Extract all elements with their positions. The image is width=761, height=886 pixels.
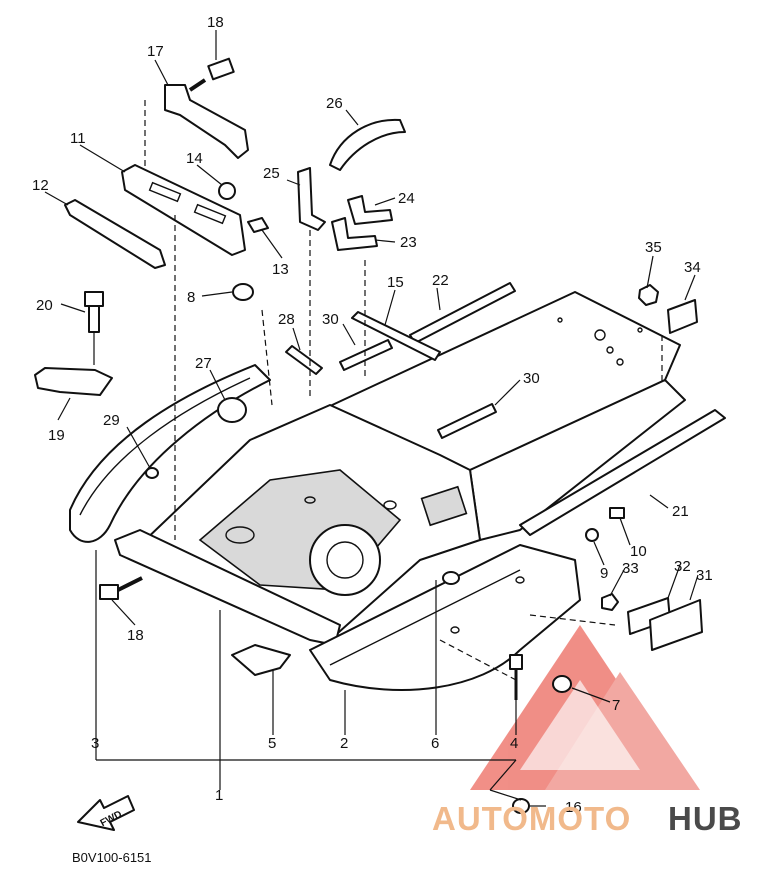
part-9-washer (585, 528, 599, 542)
part-19-bracket (34, 367, 113, 396)
chassis-hole-1 (225, 526, 255, 544)
callout-31: 31 (696, 567, 713, 584)
part-10-bolt (609, 507, 625, 519)
callout-18-bottom: 18 (127, 627, 144, 644)
part-20-bolt (84, 291, 104, 333)
part-27-bumper (217, 397, 247, 423)
part-18-bolt-top (188, 57, 235, 92)
callout-25: 25 (263, 165, 280, 182)
part-11-plate (121, 164, 246, 256)
watermark-logo (470, 625, 700, 790)
part-12-strip (64, 199, 166, 269)
watermark-triangle-inner (520, 680, 640, 770)
part-8-grommet (232, 283, 254, 301)
part-14-nut (218, 182, 236, 200)
part-5-cover (231, 644, 291, 676)
callout-24: 24 (398, 190, 415, 207)
part-4-pin (509, 654, 523, 700)
part-30-strip-a (339, 339, 393, 371)
callout-32: 32 (674, 558, 691, 575)
callout-18-top: 18 (207, 14, 224, 31)
lower-hull (309, 544, 581, 691)
callout-23: 23 (400, 234, 417, 251)
callout-17: 17 (147, 43, 164, 60)
callout-29: 29 (103, 412, 120, 429)
part-30-strip-b (437, 403, 497, 439)
callout-11: 11 (70, 130, 86, 147)
callout-20: 20 (36, 297, 53, 314)
rail-strip-21 (519, 409, 726, 536)
callout-1: 1 (215, 787, 223, 804)
callout-8: 8 (187, 289, 195, 306)
watermark-text: AUTOMOTO HUB (432, 800, 743, 837)
callout-16: 16 (565, 799, 582, 816)
watermark-text-hub: HUB (668, 800, 743, 837)
callout-34: 34 (684, 259, 701, 276)
callout-7: 7 (612, 697, 620, 714)
callout-10: 10 (630, 543, 647, 560)
part-33-nut (601, 593, 619, 611)
callout-9: 9 (600, 565, 608, 582)
part-24-bracket (347, 195, 393, 225)
part-34-clip (667, 299, 698, 334)
callout-labels: 18 17 14 11 12 13 25 26 24 23 35 34 22 1… (32, 14, 713, 816)
part-15-rod (351, 311, 441, 361)
callout-12: 12 (32, 177, 49, 194)
callout-3: 3 (91, 735, 99, 752)
frame-assembly (69, 282, 726, 691)
callout-35: 35 (645, 239, 662, 256)
callout-13: 13 (272, 261, 289, 278)
forward-arrow: FWD (77, 795, 135, 831)
part-6-cap (442, 571, 460, 585)
part-28-spacer (285, 345, 323, 375)
callout-30-upper: 30 (322, 311, 339, 328)
part-16-plug (512, 798, 530, 814)
callout-27: 27 (195, 355, 212, 372)
part-25-bracket (297, 167, 326, 231)
callout-30-lower: 30 (523, 370, 540, 387)
callout-19: 19 (48, 427, 65, 444)
callout-14: 14 (186, 150, 203, 167)
callout-22: 22 (432, 272, 449, 289)
callout-26: 26 (326, 95, 343, 112)
callout-33: 33 (622, 560, 639, 577)
leader-lines (44, 30, 699, 807)
part-29-grommet (145, 467, 159, 479)
part-17-bracket (164, 84, 249, 159)
part-7-plug (552, 675, 572, 693)
part-31-reflector (649, 599, 703, 651)
loose-parts (34, 57, 703, 814)
callout-21: 21 (672, 503, 689, 520)
watermark-text-automoto: AUTOMOTO (432, 800, 631, 837)
part-35-nut (638, 284, 659, 306)
part-13-tag (247, 217, 269, 233)
callout-6: 6 (431, 735, 439, 752)
callout-28: 28 (278, 311, 295, 328)
callout-15: 15 (387, 274, 404, 291)
rear-grille (420, 485, 468, 527)
tunnel-hole (594, 329, 606, 341)
callout-2: 2 (340, 735, 348, 752)
part-23-bracket (331, 217, 378, 251)
part-18-bolt-bottom (99, 576, 143, 600)
diagram-code: B0V100-6151 (72, 850, 152, 865)
part-26-handle (329, 118, 406, 171)
callout-5: 5 (268, 735, 276, 752)
drive-housing (309, 524, 381, 596)
callout-4: 4 (510, 735, 518, 752)
